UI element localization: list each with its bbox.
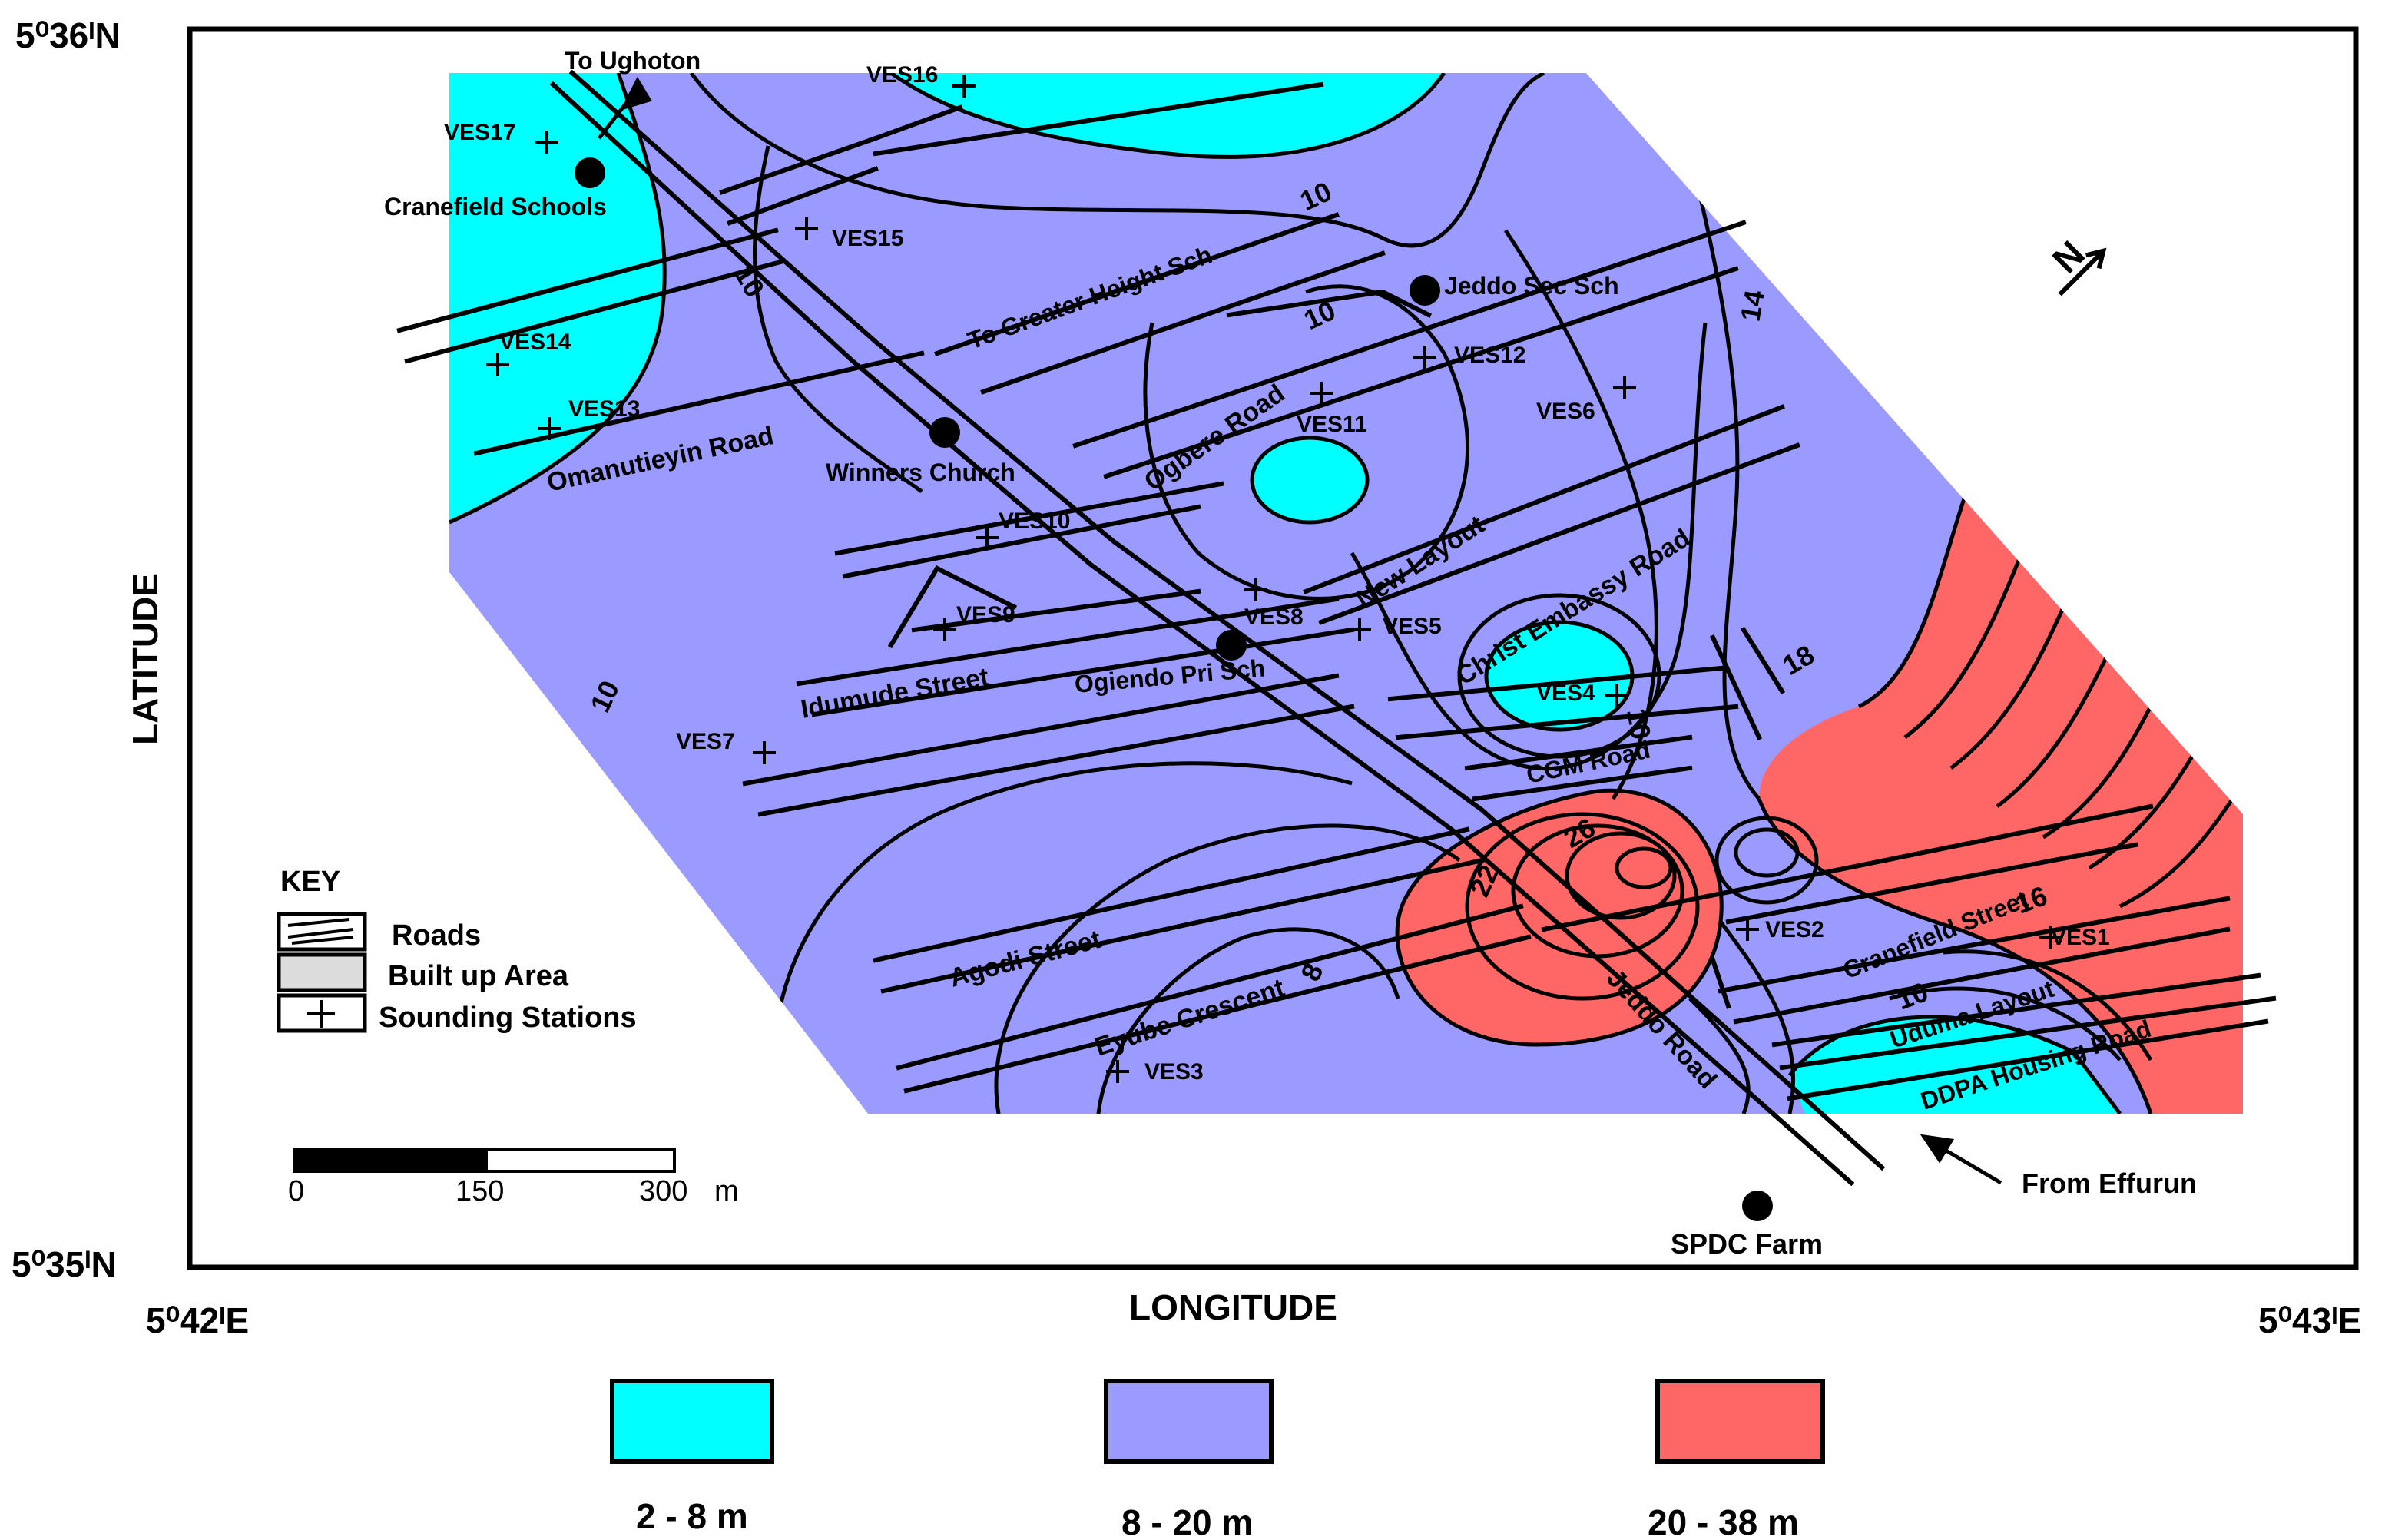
station-label-ves13: VES13 (568, 396, 640, 422)
station-label-ves5: VES5 (1383, 614, 1442, 639)
station-label-ves4: VES4 (1536, 681, 1595, 706)
key-roads-label: Roads (392, 919, 481, 952)
legend-swatch-2-8m (610, 1379, 774, 1464)
landmark-dot-jeddo-sec-sch (1410, 275, 1440, 306)
lon-right-label: 5⁰43ᴵE (2258, 1300, 2361, 1340)
station-cross-ves11 (1310, 382, 1333, 405)
x-axis-title: LONGITUDE (1129, 1287, 1337, 1327)
key-stations-label: Sounding Stations (379, 1002, 637, 1034)
legend-label-2-8m: 2 - 8 m (636, 1496, 748, 1536)
depth-zones (449, 73, 2243, 1114)
map-key: KEY Roads Built up Area Sounding Station… (277, 866, 637, 1034)
landmark-dot-ogiendo-pri-sch (1216, 630, 1247, 661)
roads-icon (287, 918, 354, 945)
station-cross-ves1 (2039, 926, 2062, 949)
lat-bottom-label: 5⁰35ᴵN (12, 1244, 117, 1284)
lat-top-label: 5⁰36ᴵN (15, 15, 121, 55)
landmark-dot-cranefield-schools (575, 157, 605, 188)
key-built-up-label: Built up Area (388, 960, 569, 992)
landmark-markers (575, 157, 1773, 1221)
station-cross-ves9 (933, 618, 956, 641)
key-built-up-swatch (277, 952, 367, 992)
legend-swatch-8-20m (1104, 1379, 1274, 1464)
zone-8-20m (449, 73, 2243, 1114)
station-cross-ves2 (1736, 918, 1759, 941)
station-label-ves2: VES2 (1765, 917, 1824, 942)
label-spdc-farm: SPDC Farm (1671, 1228, 1823, 1260)
landmark-dot-spdc-farm (1742, 1191, 1773, 1221)
station-label-ves16: VES16 (866, 62, 938, 88)
station-label-ves14: VES14 (499, 330, 571, 355)
legend-label-8-20m: 8 - 20 m (1121, 1502, 1253, 1540)
station-cross-ves6 (1613, 376, 1636, 399)
y-axis-title: LATITUDE (125, 573, 165, 745)
station-cross-ves15 (795, 217, 818, 240)
station-cross-ves4 (1605, 684, 1628, 707)
lon-left-label: 5⁰42ᴵE (146, 1300, 249, 1340)
station-cross-ves12 (1413, 346, 1436, 369)
station-cross-ves5 (1348, 618, 1371, 641)
station-cross-ves8 (1244, 578, 1267, 601)
station-label-ves1: VES1 (2051, 925, 2110, 950)
to-ughoton-arrowhead (620, 76, 652, 111)
station-cross-ves3 (1106, 1060, 1129, 1083)
label-to-ughoton: To Ughoton (565, 47, 701, 75)
zone-2-8m-ves4 (1486, 622, 1632, 730)
zone-2-8m-southeast (1790, 1017, 2120, 1114)
station-cross-ves10 (976, 526, 999, 549)
depth-legend: 2 - 8 m 8 - 20 m 20 - 38 m (610, 1379, 1825, 1540)
contour-label-10-e: 10 (1621, 706, 1657, 742)
contour-label-14: 14 (1734, 288, 1771, 324)
scale-tick-300: 300 (639, 1175, 687, 1207)
zone-2-8m-northwest (449, 73, 665, 522)
roads (396, 69, 2277, 1187)
scale-tick-0: 0 (288, 1175, 304, 1207)
station-label-ves10: VES10 (999, 508, 1070, 534)
station-cross-ves13 (538, 417, 561, 440)
landmark-dot-winners-church (929, 417, 960, 448)
station-labels: VES1 VES2 VES3 VES4 VES5 VES6 VES7 VES8 … (444, 62, 2110, 1085)
station-label-ves8: VES8 (1244, 604, 1304, 630)
station-label-ves11: VES11 (1297, 412, 1367, 437)
scale-tick-150: 150 (455, 1175, 504, 1207)
zone-2-8m-ves11 (1252, 438, 1367, 522)
station-cross-ves14 (486, 353, 509, 376)
legend-label-20-38m: 20 - 38 m (1648, 1502, 1799, 1540)
key-title: KEY (280, 866, 340, 898)
station-label-ves17: VES17 (444, 120, 515, 145)
station-label-ves15: VES15 (832, 226, 903, 251)
station-label-ves6: VES6 (1536, 399, 1595, 424)
station-cross-ves7 (753, 741, 776, 764)
label-jeddo-sec-sch: Jeddo Sec Sch (1444, 272, 1619, 300)
station-label-ves3: VES3 (1144, 1059, 1204, 1085)
from-effurun-arrowhead (1920, 1134, 1955, 1164)
label-cranefield-schools: Cranefield Schools (384, 193, 607, 220)
cross-icon (307, 1000, 335, 1028)
sounding-station-markers (486, 75, 2062, 1083)
label-winners-church: Winners Church (826, 459, 1015, 486)
station-cross-ves17 (535, 131, 558, 154)
scale-unit: m (714, 1175, 739, 1207)
label-from-effurun: From Effurun (2022, 1167, 2197, 1199)
direction-arrows (598, 76, 2002, 1185)
zone-2-8m-north (891, 73, 1444, 157)
coordinate-labels: 5⁰36ᴵN 5⁰35ᴵN 5⁰42ᴵE 5⁰43ᴵE LONGITUDE LA… (12, 15, 2361, 1340)
scale-bar: 0 150 300 m (288, 1148, 739, 1207)
station-label-ves7: VES7 (676, 729, 735, 754)
station-label-ves9: VES9 (956, 602, 1015, 628)
station-cross-ves16 (952, 75, 976, 98)
legend-swatch-20-38m (1655, 1379, 1825, 1464)
station-label-ves12: VES12 (1454, 343, 1525, 368)
